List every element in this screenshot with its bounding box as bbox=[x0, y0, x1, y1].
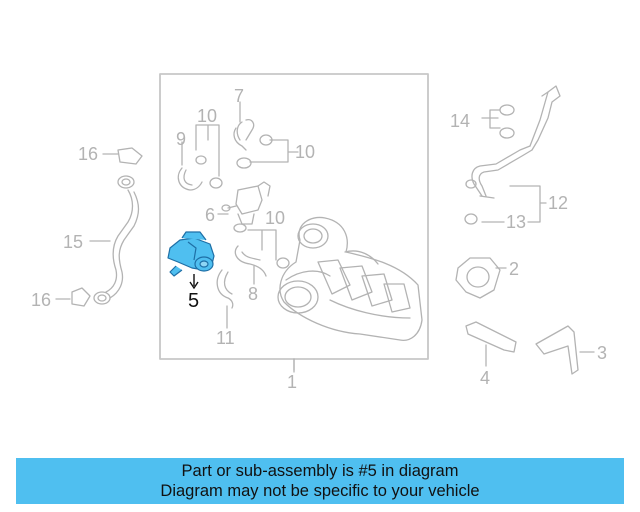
vacuum-hoses bbox=[177, 118, 267, 309]
callout-8: 8 bbox=[248, 284, 258, 304]
info-banner: Part or sub-assembly is #5 in diagram Di… bbox=[16, 458, 624, 504]
banner-line-1: Part or sub-assembly is #5 in diagram bbox=[181, 462, 459, 480]
parts-diagram: 1 2 3 4 5 6 7 8 9 10 10 10 11 12 13 14 1… bbox=[31, 73, 607, 392]
callout-labels: 1 2 3 4 5 6 7 8 9 10 10 10 11 12 13 14 1… bbox=[31, 86, 607, 392]
banner-line-2: Diagram may not be specific to your vehi… bbox=[160, 482, 480, 500]
turbocharger-manifold bbox=[277, 216, 423, 341]
right-parts bbox=[455, 85, 595, 375]
callout-16b: 16 bbox=[31, 290, 51, 310]
callout-7: 7 bbox=[234, 86, 244, 106]
left-parts bbox=[55, 147, 143, 307]
callout-1: 1 bbox=[287, 372, 297, 392]
callout-4: 4 bbox=[480, 368, 490, 388]
callout-12: 12 bbox=[548, 193, 568, 213]
callout-5: 5 bbox=[188, 290, 199, 312]
callout-10a: 10 bbox=[197, 106, 217, 126]
callout-14: 14 bbox=[450, 111, 470, 131]
callout-9: 9 bbox=[176, 129, 186, 149]
callout-15: 15 bbox=[63, 232, 83, 252]
callout-10b: 10 bbox=[295, 142, 315, 162]
callout-13: 13 bbox=[506, 212, 526, 232]
fittings bbox=[195, 134, 290, 269]
callout-2: 2 bbox=[509, 259, 519, 279]
leader-lines bbox=[181, 101, 299, 373]
callout-10c: 10 bbox=[265, 208, 285, 228]
callout-3: 3 bbox=[597, 343, 607, 363]
callout-11: 11 bbox=[216, 328, 235, 348]
callout-16a: 16 bbox=[78, 144, 98, 164]
part-5-highlight bbox=[167, 231, 215, 277]
callout-6: 6 bbox=[205, 205, 215, 225]
